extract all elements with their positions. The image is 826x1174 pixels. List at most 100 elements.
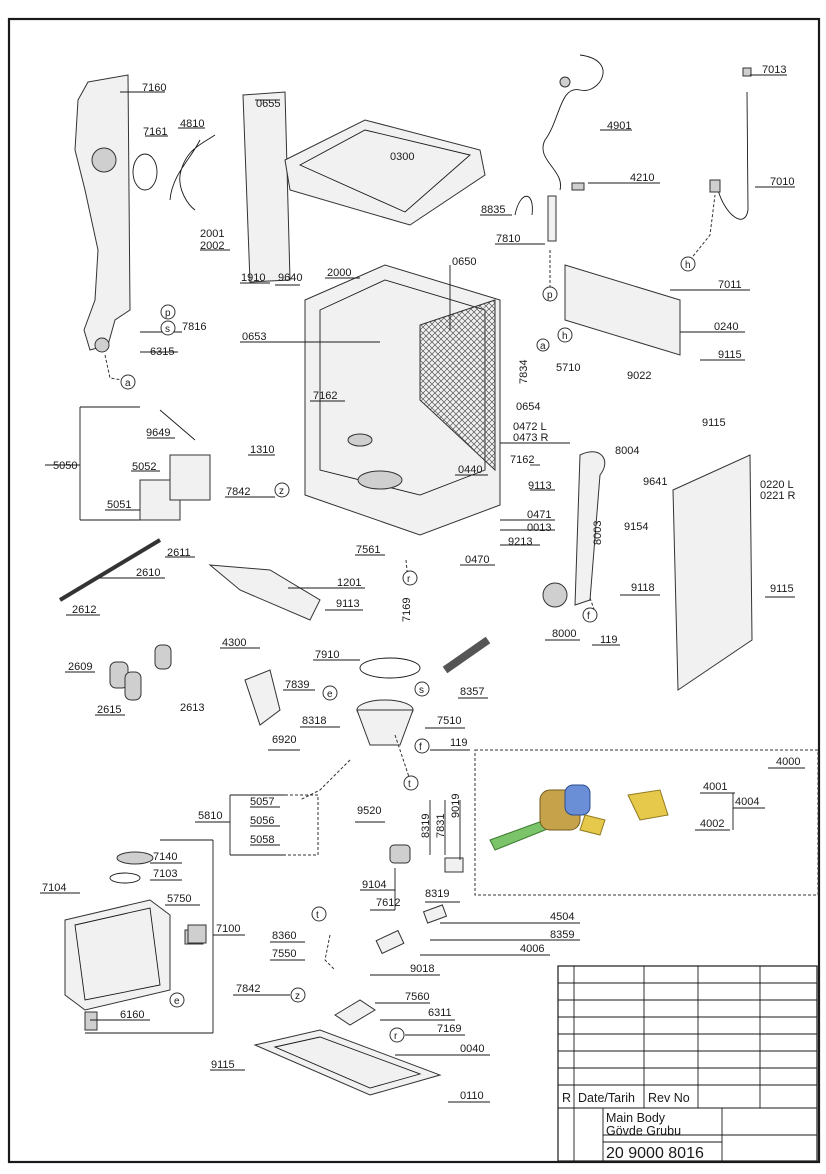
connector-f-b: f: [419, 742, 422, 753]
label-0472: 0472 L: [513, 421, 547, 433]
label-7834: 7834: [518, 360, 530, 384]
label-0240: 0240: [714, 321, 738, 333]
label-4002: 4002: [700, 818, 724, 830]
connector-r-a: r: [407, 574, 411, 585]
label-4006: 4006: [520, 943, 544, 955]
label-4210: 4210: [630, 172, 654, 184]
label-2611: 2611: [167, 547, 191, 559]
label-7839: 7839: [285, 679, 309, 691]
label-8359: 8359: [550, 929, 574, 941]
label-5050: 5050: [53, 460, 77, 472]
label-2002: 2002: [200, 240, 224, 252]
label-0040: 0040: [460, 1043, 484, 1055]
connector-s-a: s: [165, 324, 170, 335]
label-0221: 0221 R: [760, 490, 796, 502]
label-8319-a: 8319: [420, 814, 432, 838]
label-2001: 2001: [200, 228, 224, 240]
connector-f-a: f: [587, 611, 590, 622]
label-9019: 9019: [450, 794, 462, 818]
label-4004: 4004: [735, 796, 759, 808]
label-6160: 6160: [120, 1009, 144, 1021]
label-0473: 0473 R: [513, 432, 549, 444]
label-0655: 0655: [256, 98, 280, 110]
label-9641: 9641: [643, 476, 667, 488]
label-1201: 1201: [337, 577, 361, 589]
label-5051: 5051: [107, 499, 131, 511]
label-7104: 7104: [42, 882, 66, 894]
label-7010: 7010: [770, 176, 794, 188]
label-7011: 7011: [718, 279, 742, 291]
label-0471: 0471: [527, 509, 551, 521]
sheet-border: [7, 17, 821, 1164]
label-7162-a: 7162: [313, 390, 337, 402]
label-5058: 5058: [250, 834, 274, 846]
connector-s-b: s: [419, 685, 424, 696]
label-4901: 4901: [607, 120, 631, 132]
leader-lines: [40, 74, 805, 1103]
label-9213: 9213: [508, 536, 532, 548]
label-7560: 7560: [405, 991, 429, 1003]
label-9154: 9154: [624, 521, 648, 533]
label-9115-a: 9115: [718, 349, 742, 361]
connector-t-a: t: [408, 779, 411, 790]
label-7169-a: 7169: [401, 598, 413, 622]
connector-markers: p s a p h h a z r f e s f t t e z r: [120, 256, 696, 1043]
connector-a-a: a: [125, 378, 131, 389]
label-9115-b: 9115: [702, 417, 726, 429]
drawing-number: 20 9000 8016: [606, 1145, 704, 1162]
label-2000: 2000: [327, 267, 351, 279]
label-119-a: 119: [600, 634, 618, 646]
label-8357: 8357: [460, 686, 484, 698]
label-7161: 7161: [143, 126, 167, 138]
label-6920: 6920: [272, 734, 296, 746]
label-7810: 7810: [496, 233, 520, 245]
label-119-b: 119: [450, 737, 468, 749]
connector-z-a: z: [279, 486, 284, 497]
label-8318: 8318: [302, 715, 326, 727]
label-5057: 5057: [250, 796, 274, 808]
label-9118: 9118: [631, 582, 655, 594]
label-6311: 6311: [428, 1007, 452, 1019]
label-0654: 0654: [516, 401, 540, 413]
label-2609: 2609: [68, 661, 92, 673]
label-0440: 0440: [458, 464, 482, 476]
connector-p-a: p: [165, 308, 171, 319]
label-4504: 4504: [550, 911, 574, 923]
connector-h-a: h: [685, 260, 691, 271]
label-2613: 2613: [180, 702, 204, 714]
label-7140: 7140: [153, 851, 177, 863]
label-0220: 0220 L: [760, 479, 794, 491]
label-7612: 7612: [376, 897, 400, 909]
title-block-revno-header: Rev No: [648, 1091, 690, 1105]
drawing-title-turkish: Gövde Grubu: [606, 1124, 681, 1138]
connector-r-b: r: [394, 1031, 398, 1042]
label-5052: 5052: [132, 461, 156, 473]
parts-illustrations: [58, 54, 753, 1096]
title-block-rev-header: R: [562, 1091, 571, 1105]
connector-e-a: e: [327, 689, 333, 700]
label-2612: 2612: [72, 604, 96, 616]
label-1910: 1910: [241, 272, 265, 284]
label-0300: 0300: [390, 151, 414, 163]
label-7831: 7831: [435, 814, 447, 838]
connector-a-b: a: [540, 341, 546, 352]
label-9520: 9520: [357, 805, 381, 817]
label-7842-b: 7842: [236, 983, 260, 995]
label-7162-b: 7162: [510, 454, 534, 466]
label-4001: 4001: [703, 781, 727, 793]
label-5056: 5056: [250, 815, 274, 827]
label-4300: 4300: [222, 637, 246, 649]
label-4810: 4810: [180, 118, 204, 130]
label-9649: 9649: [146, 427, 170, 439]
label-7169-b: 7169: [437, 1023, 461, 1035]
connector-e-b: e: [174, 996, 180, 1007]
label-8000: 8000: [552, 628, 576, 640]
title-block: R Date/Tarih Rev No Main Body Gövde Grub…: [557, 965, 818, 1162]
label-2610: 2610: [136, 567, 160, 579]
label-0470: 0470: [465, 554, 489, 566]
label-7013: 7013: [762, 64, 786, 76]
label-7561: 7561: [356, 544, 380, 556]
label-9113-a: 9113: [528, 480, 552, 492]
label-7842-a: 7842: [226, 486, 250, 498]
